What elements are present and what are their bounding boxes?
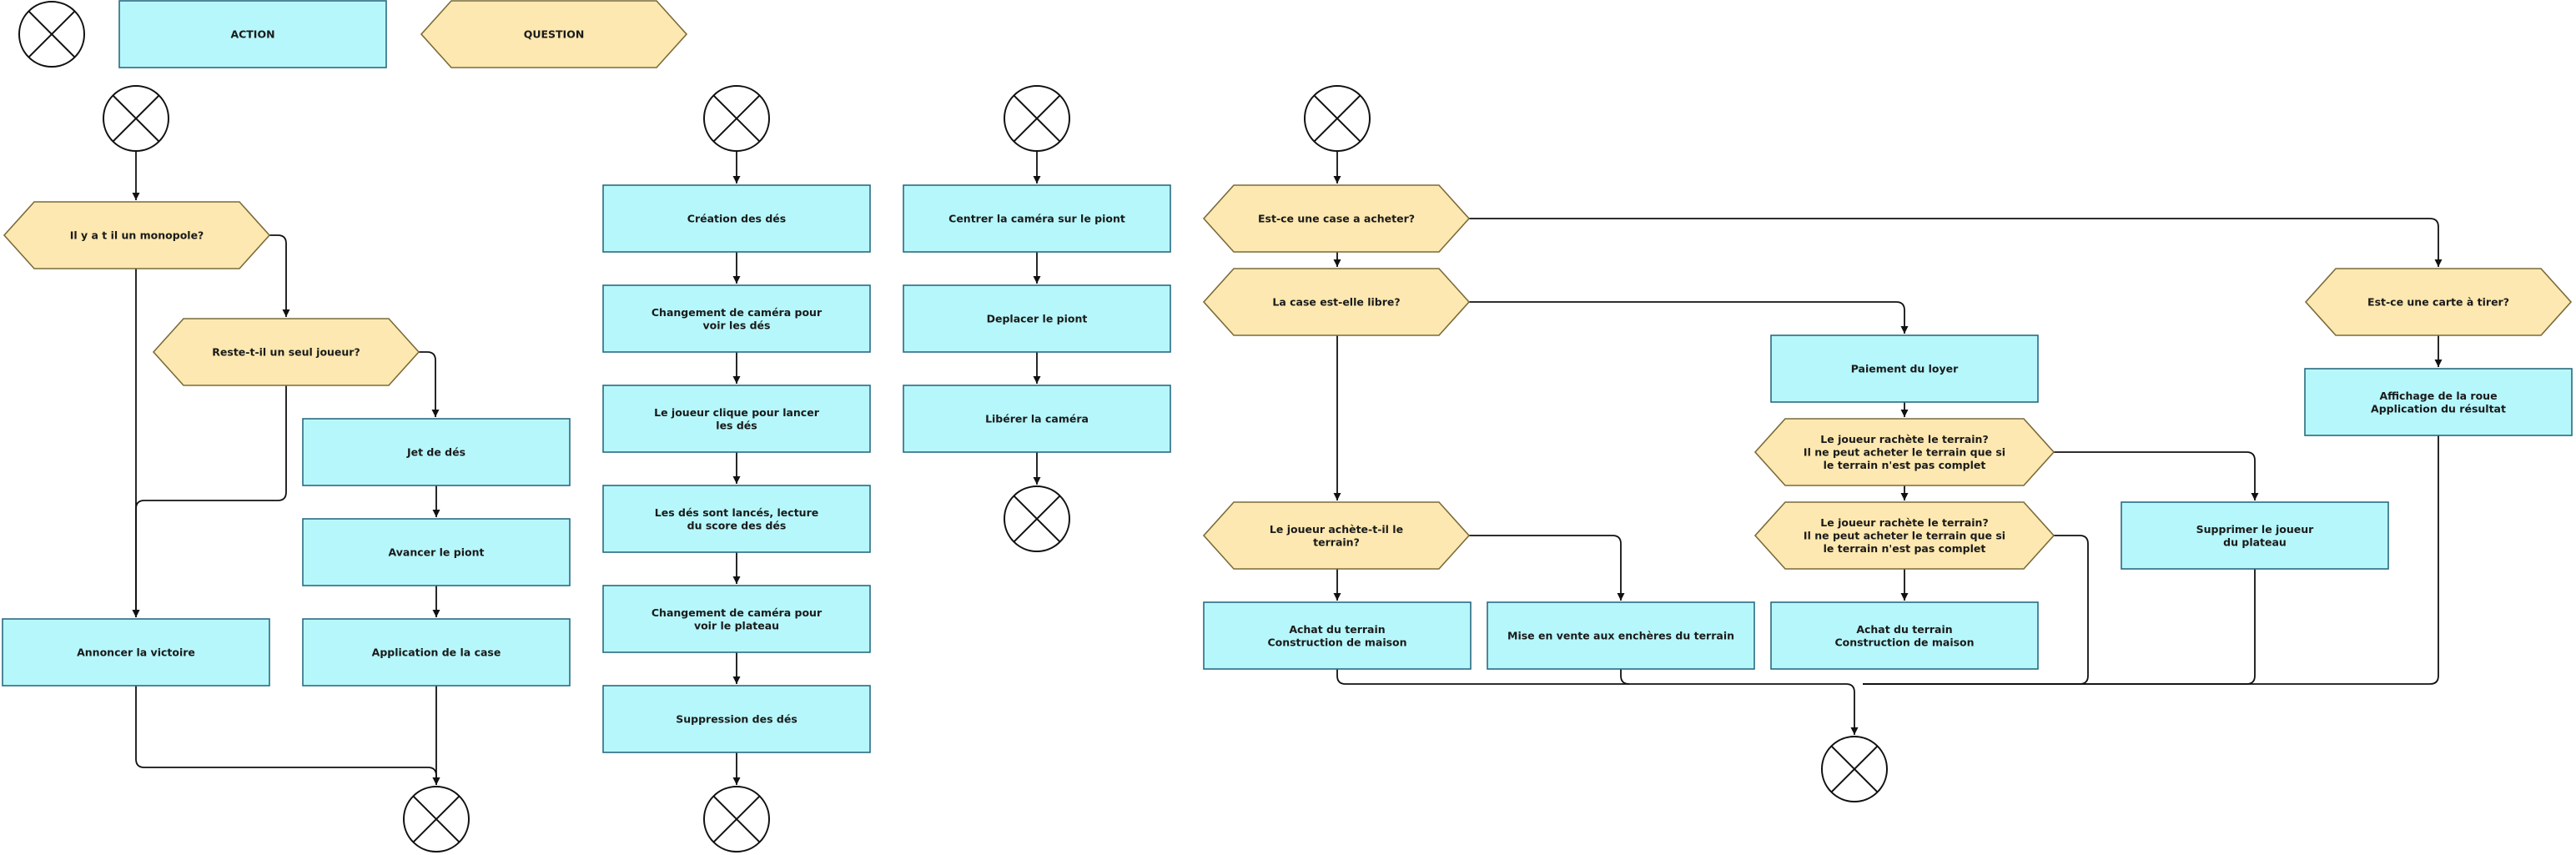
node-label: Les dés sont lancés, lecture: [655, 506, 818, 519]
action-delete-dice: Suppression des dés: [602, 685, 871, 753]
question-buyback-2: Le joueur rachète le terrain?Il ne peut …: [1753, 501, 2055, 570]
node-label: du score des dés: [687, 519, 787, 531]
node-label: Annoncer la victoire: [77, 646, 195, 659]
edges-layer: [132, 151, 2443, 785]
tile-end-terminator: [1821, 736, 1888, 802]
node-label: Le joueur rachète le terrain?: [1820, 516, 1988, 529]
node-label: Le joueur rachète le terrain?: [1820, 433, 1988, 445]
edge-buy-left-merge: [1336, 669, 1846, 685]
action-center-camera: Centrer la caméra sur le piont: [903, 184, 1171, 253]
edge-buyable-no: [1469, 218, 2443, 267]
edge-free-no: [1469, 301, 1909, 334]
node-label: Libérer la caméra: [985, 413, 1089, 425]
node-label: Changement de caméra pour: [652, 606, 823, 619]
edge-buys-no: [1469, 535, 1625, 601]
move-end-terminator: [1004, 485, 1070, 552]
node-label: voir les dés: [703, 319, 771, 331]
action-dice-roll: Jet de dés: [302, 418, 571, 486]
node-label: Construction de maison: [1267, 636, 1406, 648]
action-auction: Mise en vente aux enchères du terrain: [1487, 601, 1755, 670]
question-card: Est-ce une carte à tirer?: [2304, 268, 2573, 336]
edge-wheel-merge: [1863, 435, 2439, 685]
edge-merge-to-end: [1845, 683, 1859, 735]
edge-buyback1-yes: [2054, 451, 2259, 500]
node-label: terrain?: [1313, 536, 1360, 548]
edge-announce-to-end: [135, 686, 440, 785]
node-label: Est-ce une case a acheter?: [1258, 213, 1415, 225]
node-label: Reste-t-il un seul joueur?: [212, 346, 360, 359]
dice-start-terminator: [703, 85, 770, 152]
node-label: Il ne peut acheter le terrain que si: [1804, 530, 2005, 542]
tile-start-terminator: [1304, 85, 1371, 152]
edge-one-player-no: [419, 351, 440, 417]
node-label: Deplacer le piont: [987, 313, 1088, 325]
node-label: Changement de caméra pour: [652, 306, 823, 319]
node-label: Paiement du loyer: [1851, 363, 1959, 375]
node-label: Le joueur clique pour lancer: [654, 406, 820, 419]
node-label: Jet de dés: [406, 446, 465, 459]
edge-auction-merge: [1620, 669, 1630, 685]
question-free: La case est-elle libre?: [1202, 268, 1471, 336]
node-label: La case est-elle libre?: [1272, 296, 1400, 309]
node-label: Centrer la caméra sur le piont: [948, 213, 1125, 225]
node-label: le terrain n'est pas complet: [1824, 542, 1986, 555]
action-apply-tile: Application de la case: [302, 618, 571, 687]
legend-action-box: ACTION: [118, 0, 387, 68]
move-start-terminator: [1004, 85, 1070, 152]
node-label: Est-ce une carte à tirer?: [2367, 296, 2509, 309]
edge-one-player-yes: [132, 385, 287, 617]
end-terminator: [403, 786, 470, 852]
node-label: Application du résultat: [2371, 402, 2506, 415]
action-rent: Paiement du loyer: [1770, 334, 2039, 403]
node-label: Mise en vente aux enchères du terrain: [1507, 630, 1734, 642]
node-label: ACTION: [230, 28, 274, 41]
node-label: Création des dés: [687, 213, 786, 225]
node-label: QUESTION: [524, 28, 585, 41]
legend-question-hexagon: QUESTION: [420, 0, 688, 68]
node-label: Il y a t il un monopole?: [70, 229, 204, 242]
question-one-player: Reste-t-il un seul joueur?: [152, 318, 420, 386]
action-move-pawn-2: Deplacer le piont: [903, 284, 1171, 353]
node-label: Construction de maison: [1834, 636, 1974, 648]
node-label: Il ne peut acheter le terrain que si: [1804, 446, 2005, 459]
action-create-dice: Création des dés: [602, 184, 871, 253]
node-label: voir le plateau: [694, 619, 779, 631]
dice-end-terminator: [703, 786, 770, 852]
edge-monopoly-yes: [269, 234, 290, 317]
action-move-pawn: Avancer le piont: [302, 518, 571, 586]
node-label: Achat du terrain: [1289, 623, 1385, 636]
node-label: les dés: [716, 419, 757, 431]
node-label: Supprimer le joueur: [2196, 523, 2315, 536]
action-announce-victory: Annoncer la victoire: [2, 618, 270, 687]
node-label: du plateau: [2223, 536, 2287, 548]
node-label: Affichage de la roue: [2379, 390, 2497, 402]
node-label: Avancer le piont: [389, 546, 485, 559]
question-buyback-1: Le joueur rachète le terrain?Il ne peut …: [1753, 418, 2055, 486]
question-buyable: Est-ce une case a acheter?: [1202, 184, 1471, 253]
node-label: Le joueur achète-t-il le: [1270, 523, 1403, 536]
node-label: Achat du terrain: [1856, 623, 1952, 636]
legend-terminator-symbol: [18, 1, 85, 68]
start-terminator: [103, 85, 169, 152]
node-label: Suppression des dés: [676, 713, 797, 726]
node-label: le terrain n'est pas complet: [1824, 459, 1986, 471]
node-label: Application de la case: [372, 646, 501, 659]
question-monopoly: Il y a t il un monopole?: [3, 201, 271, 269]
action-free-camera: Libérer la caméra: [903, 385, 1171, 453]
